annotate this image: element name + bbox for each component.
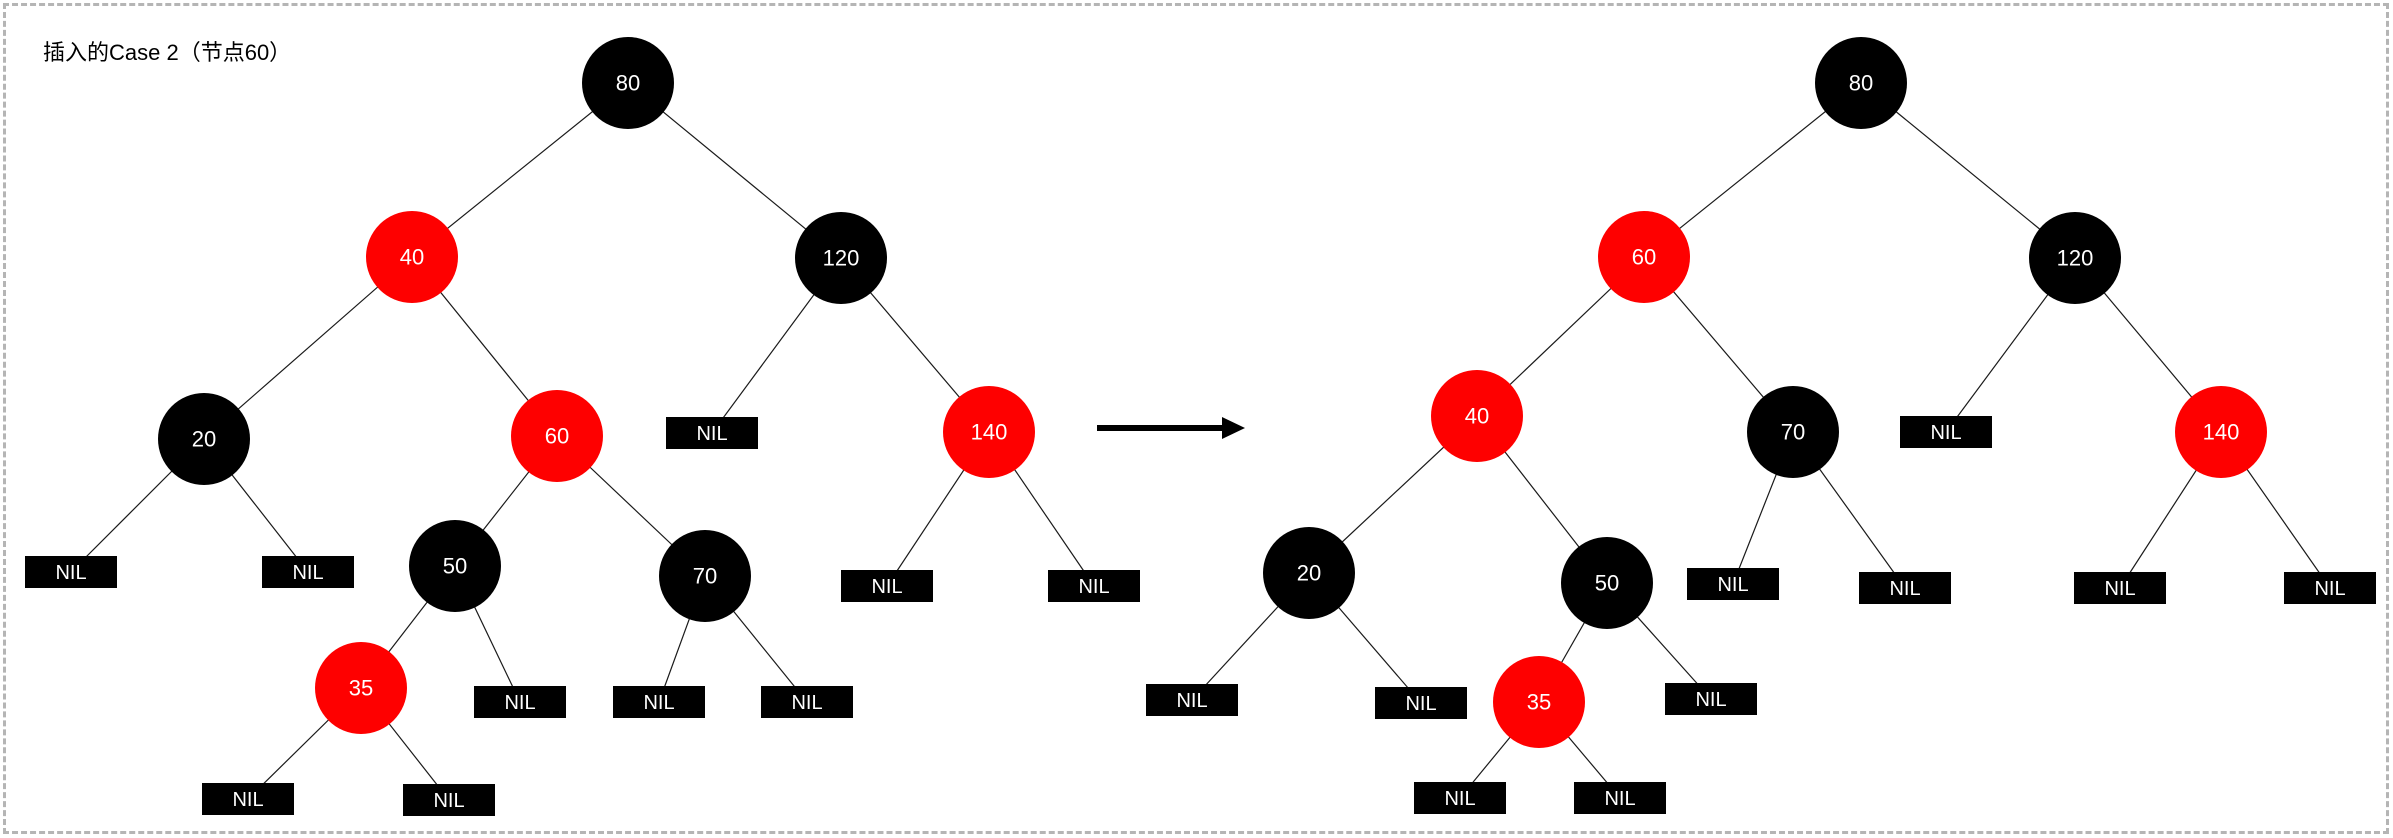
transform-arrow-head bbox=[1222, 417, 1245, 439]
tree-edge bbox=[1860, 82, 2076, 259]
nil-node bbox=[1900, 416, 1992, 448]
nil-node bbox=[613, 686, 705, 718]
nil-label: NIL bbox=[232, 789, 263, 811]
nil-node bbox=[1574, 782, 1666, 814]
tree-node-label: 80 bbox=[1849, 71, 1873, 96]
nil-node bbox=[761, 686, 853, 718]
tree-node-60 bbox=[511, 390, 603, 482]
tree-node-140 bbox=[2175, 386, 2267, 478]
nil-label: NIL bbox=[2104, 578, 2135, 600]
tree-node-80 bbox=[582, 37, 674, 129]
nil-label: NIL bbox=[1078, 576, 1109, 598]
nil-label: NIL bbox=[1930, 422, 1961, 444]
tree-node-label: 70 bbox=[693, 564, 717, 589]
nil-node bbox=[474, 686, 566, 718]
nil-label: NIL bbox=[1405, 693, 1436, 715]
tree-node-40 bbox=[366, 211, 458, 303]
tree-edge bbox=[1643, 82, 1862, 258]
nil-node bbox=[1414, 782, 1506, 814]
nil-node bbox=[1687, 568, 1779, 600]
nil-label: NIL bbox=[2314, 578, 2345, 600]
nil-node bbox=[202, 783, 294, 815]
nil-label: NIL bbox=[1889, 578, 1920, 600]
tree-node-label: 60 bbox=[545, 424, 569, 449]
tree-node-label: 140 bbox=[971, 420, 1008, 445]
nil-node bbox=[666, 417, 758, 449]
nil-label: NIL bbox=[433, 790, 464, 812]
nil-node bbox=[1859, 572, 1951, 604]
diagram-title: 插入的Case 2（节点60） bbox=[43, 40, 292, 65]
nil-label: NIL bbox=[871, 576, 902, 598]
nil-node bbox=[1375, 687, 1467, 719]
nil-node bbox=[2284, 572, 2376, 604]
tree-node-50 bbox=[409, 520, 501, 612]
tree-node-label: 40 bbox=[1465, 404, 1489, 429]
tree-node-label: 20 bbox=[1297, 561, 1321, 586]
nil-label: NIL bbox=[292, 562, 323, 584]
nil-node bbox=[262, 556, 354, 588]
nil-node bbox=[841, 570, 933, 602]
tree-node-35 bbox=[1493, 656, 1585, 748]
tree-node-40 bbox=[1431, 370, 1523, 462]
nil-label: NIL bbox=[1444, 788, 1475, 810]
nil-label: NIL bbox=[1176, 690, 1207, 712]
tree-node-140 bbox=[943, 386, 1035, 478]
tree-node-label: 60 bbox=[1632, 245, 1656, 270]
tree-node-80 bbox=[1815, 37, 1907, 129]
tree-node-120 bbox=[795, 212, 887, 304]
tree-node-label: 140 bbox=[2203, 420, 2240, 445]
nil-label: NIL bbox=[1604, 788, 1635, 810]
nil-node bbox=[25, 556, 117, 588]
tree-node-35 bbox=[315, 642, 407, 734]
nil-label: NIL bbox=[1695, 689, 1726, 711]
tree-node-label: 50 bbox=[1595, 571, 1619, 596]
tree-node-label: 70 bbox=[1781, 420, 1805, 445]
tree-edge bbox=[411, 82, 629, 258]
nil-node bbox=[1146, 684, 1238, 716]
nil-node bbox=[1665, 683, 1757, 715]
tree-node-label: 80 bbox=[616, 71, 640, 96]
tree-node-label: 35 bbox=[1527, 690, 1551, 715]
tree-node-label: 120 bbox=[823, 246, 860, 271]
nil-node bbox=[403, 784, 495, 816]
tree-node-60 bbox=[1598, 211, 1690, 303]
tree-node-50 bbox=[1561, 537, 1653, 629]
tree-node-label: 20 bbox=[192, 427, 216, 452]
nil-label: NIL bbox=[696, 423, 727, 445]
tree-node-label: 50 bbox=[443, 554, 467, 579]
nil-label: NIL bbox=[643, 692, 674, 714]
tree-node-label: 120 bbox=[2057, 246, 2094, 271]
tree-node-70 bbox=[659, 530, 751, 622]
tree-node-20 bbox=[158, 393, 250, 485]
nil-label: NIL bbox=[791, 692, 822, 714]
tree-node-label: 40 bbox=[400, 245, 424, 270]
tree-node-label: 35 bbox=[349, 676, 373, 701]
tree-node-20 bbox=[1263, 527, 1355, 619]
nil-label: NIL bbox=[55, 562, 86, 584]
nil-label: NIL bbox=[1717, 574, 1748, 596]
nil-node bbox=[1048, 570, 1140, 602]
tree-edge bbox=[203, 256, 413, 440]
tree-node-120 bbox=[2029, 212, 2121, 304]
nil-label: NIL bbox=[504, 692, 535, 714]
tree-node-70 bbox=[1747, 386, 1839, 478]
nil-node bbox=[2074, 572, 2166, 604]
